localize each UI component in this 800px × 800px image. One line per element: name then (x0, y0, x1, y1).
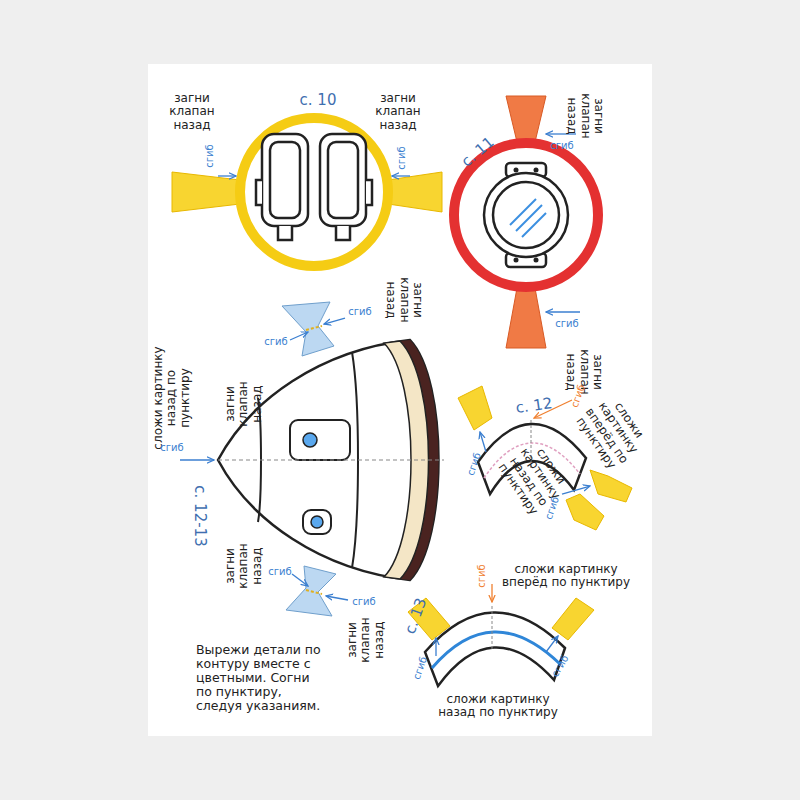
fold-mark: сгиб (396, 146, 407, 169)
instruction-note: загни клапан назад (384, 270, 424, 330)
arch-piece (408, 598, 594, 686)
fold-mark: сгиб (348, 306, 371, 317)
instruction-note: загни клапан назад (162, 92, 222, 132)
instruction-note: сложи картинку вперёд по пунктиру (496, 563, 636, 590)
page-number: с. 10 (300, 92, 337, 109)
fold-mark: сгиб (550, 140, 573, 151)
instruction-note: сложи картинку назад по пунктиру (152, 339, 192, 457)
fold-mark: сгиб (160, 442, 183, 453)
fold-mark: сгиб (264, 336, 287, 347)
fold-mark: сгиб (352, 596, 375, 607)
instruction-note: загни клапан назад (346, 610, 386, 670)
fold-mark: сгиб (476, 564, 487, 587)
seat-piece (172, 118, 442, 266)
fold-mark: сгиб (204, 144, 215, 167)
part-piece: с. 12-13 (180, 300, 450, 630)
instruction-note: загни клапан назад (224, 536, 264, 596)
paper-sheet (148, 64, 652, 736)
page-number: с. 11 (458, 134, 497, 171)
page-number: с. 12-13 (192, 485, 209, 546)
instruction-note: сложи картинку назад по пунктиру (438, 693, 558, 720)
instruction-note: Вырежи детали по контуру вместе с цветны… (196, 643, 328, 713)
capsule-piece (218, 302, 444, 616)
instruction-note: загни клапан назад (565, 86, 605, 146)
part-piece: с. 13 (400, 590, 600, 690)
page-number: с. 12 (515, 395, 554, 417)
instruction-note: загни клапан назад (368, 92, 428, 132)
fold-mark: сгиб (268, 566, 291, 577)
instruction-note: загни клапан назад (224, 374, 264, 434)
fold-mark: сгиб (555, 318, 578, 329)
page-number: с. 13 (402, 596, 430, 636)
